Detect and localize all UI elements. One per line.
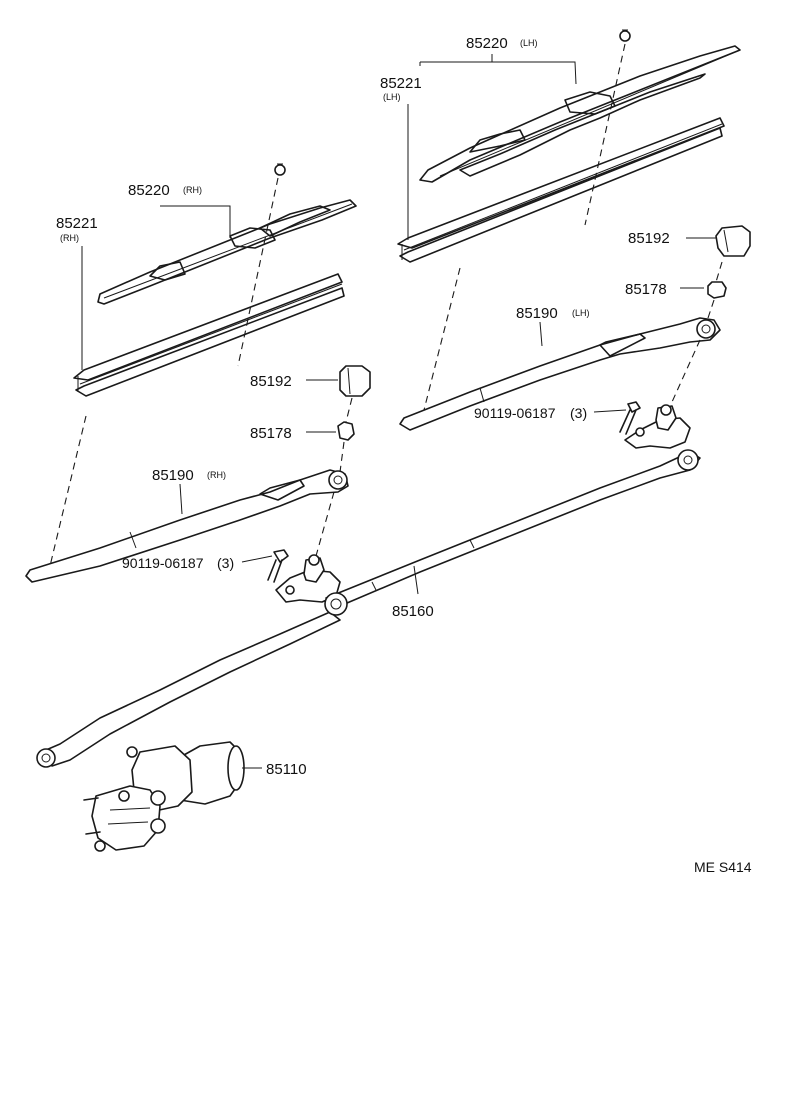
label-insert-rh-side: (RH): [60, 233, 79, 243]
label-arm-rh-side: (RH): [207, 470, 226, 480]
assembly-lines: [49, 43, 723, 567]
wiper-link-assembly: [36, 449, 701, 768]
label-insert-lh-side: (LH): [383, 92, 401, 102]
wiper-motor: [83, 741, 245, 852]
label-insert-lh: 85221: [380, 75, 422, 92]
label-blade-rh-side: (RH): [183, 185, 202, 195]
leader-lines: [81, 54, 716, 769]
label-bolt-rh-qty: (3): [217, 555, 234, 571]
arm-nut-lh: [707, 281, 727, 299]
wiper-arm-rh: [25, 469, 349, 583]
blade-insert-lh: [397, 117, 725, 263]
wiper-blade-lh: [419, 29, 741, 183]
label-arm-lh: 85190: [516, 305, 558, 322]
label-nut-rh: 85178: [250, 425, 292, 442]
wiper-arm-lh: [399, 317, 721, 431]
label-cap-rh: 85192: [250, 373, 292, 390]
label-arm-lh-side: (LH): [572, 308, 590, 318]
figure-code: ME S414: [694, 859, 752, 875]
label-bolt-rh: 90119-06187: [122, 555, 204, 571]
label-blade-rh: 85220: [128, 182, 170, 199]
pivot-rh: [275, 554, 341, 603]
label-insert-rh: 85221: [56, 215, 98, 232]
part-labels: 85220 (LH) 85221 (LH) 85220 (RH) 85221 (…: [56, 35, 752, 875]
label-link: 85160: [392, 603, 434, 620]
label-bolt-lh-qty: (3): [570, 405, 587, 421]
blade-insert-rh: [73, 273, 345, 397]
arm-cap-lh: [715, 225, 751, 257]
wiper-blade-rh: [97, 163, 357, 305]
label-blade-lh-side: (LH): [520, 38, 538, 48]
label-blade-lh: 85220: [466, 35, 508, 52]
arm-cap-rh: [339, 365, 371, 397]
pivot-lh: [624, 404, 691, 449]
label-cap-lh: 85192: [628, 230, 670, 247]
label-arm-rh: 85190: [152, 467, 194, 484]
label-motor: 85110: [266, 761, 307, 778]
bolt-lh: [619, 401, 641, 435]
arm-nut-rh: [337, 421, 355, 441]
bolt-rh: [267, 549, 289, 583]
label-nut-lh: 85178: [625, 281, 667, 298]
label-bolt-lh: 90119-06187: [474, 405, 556, 421]
